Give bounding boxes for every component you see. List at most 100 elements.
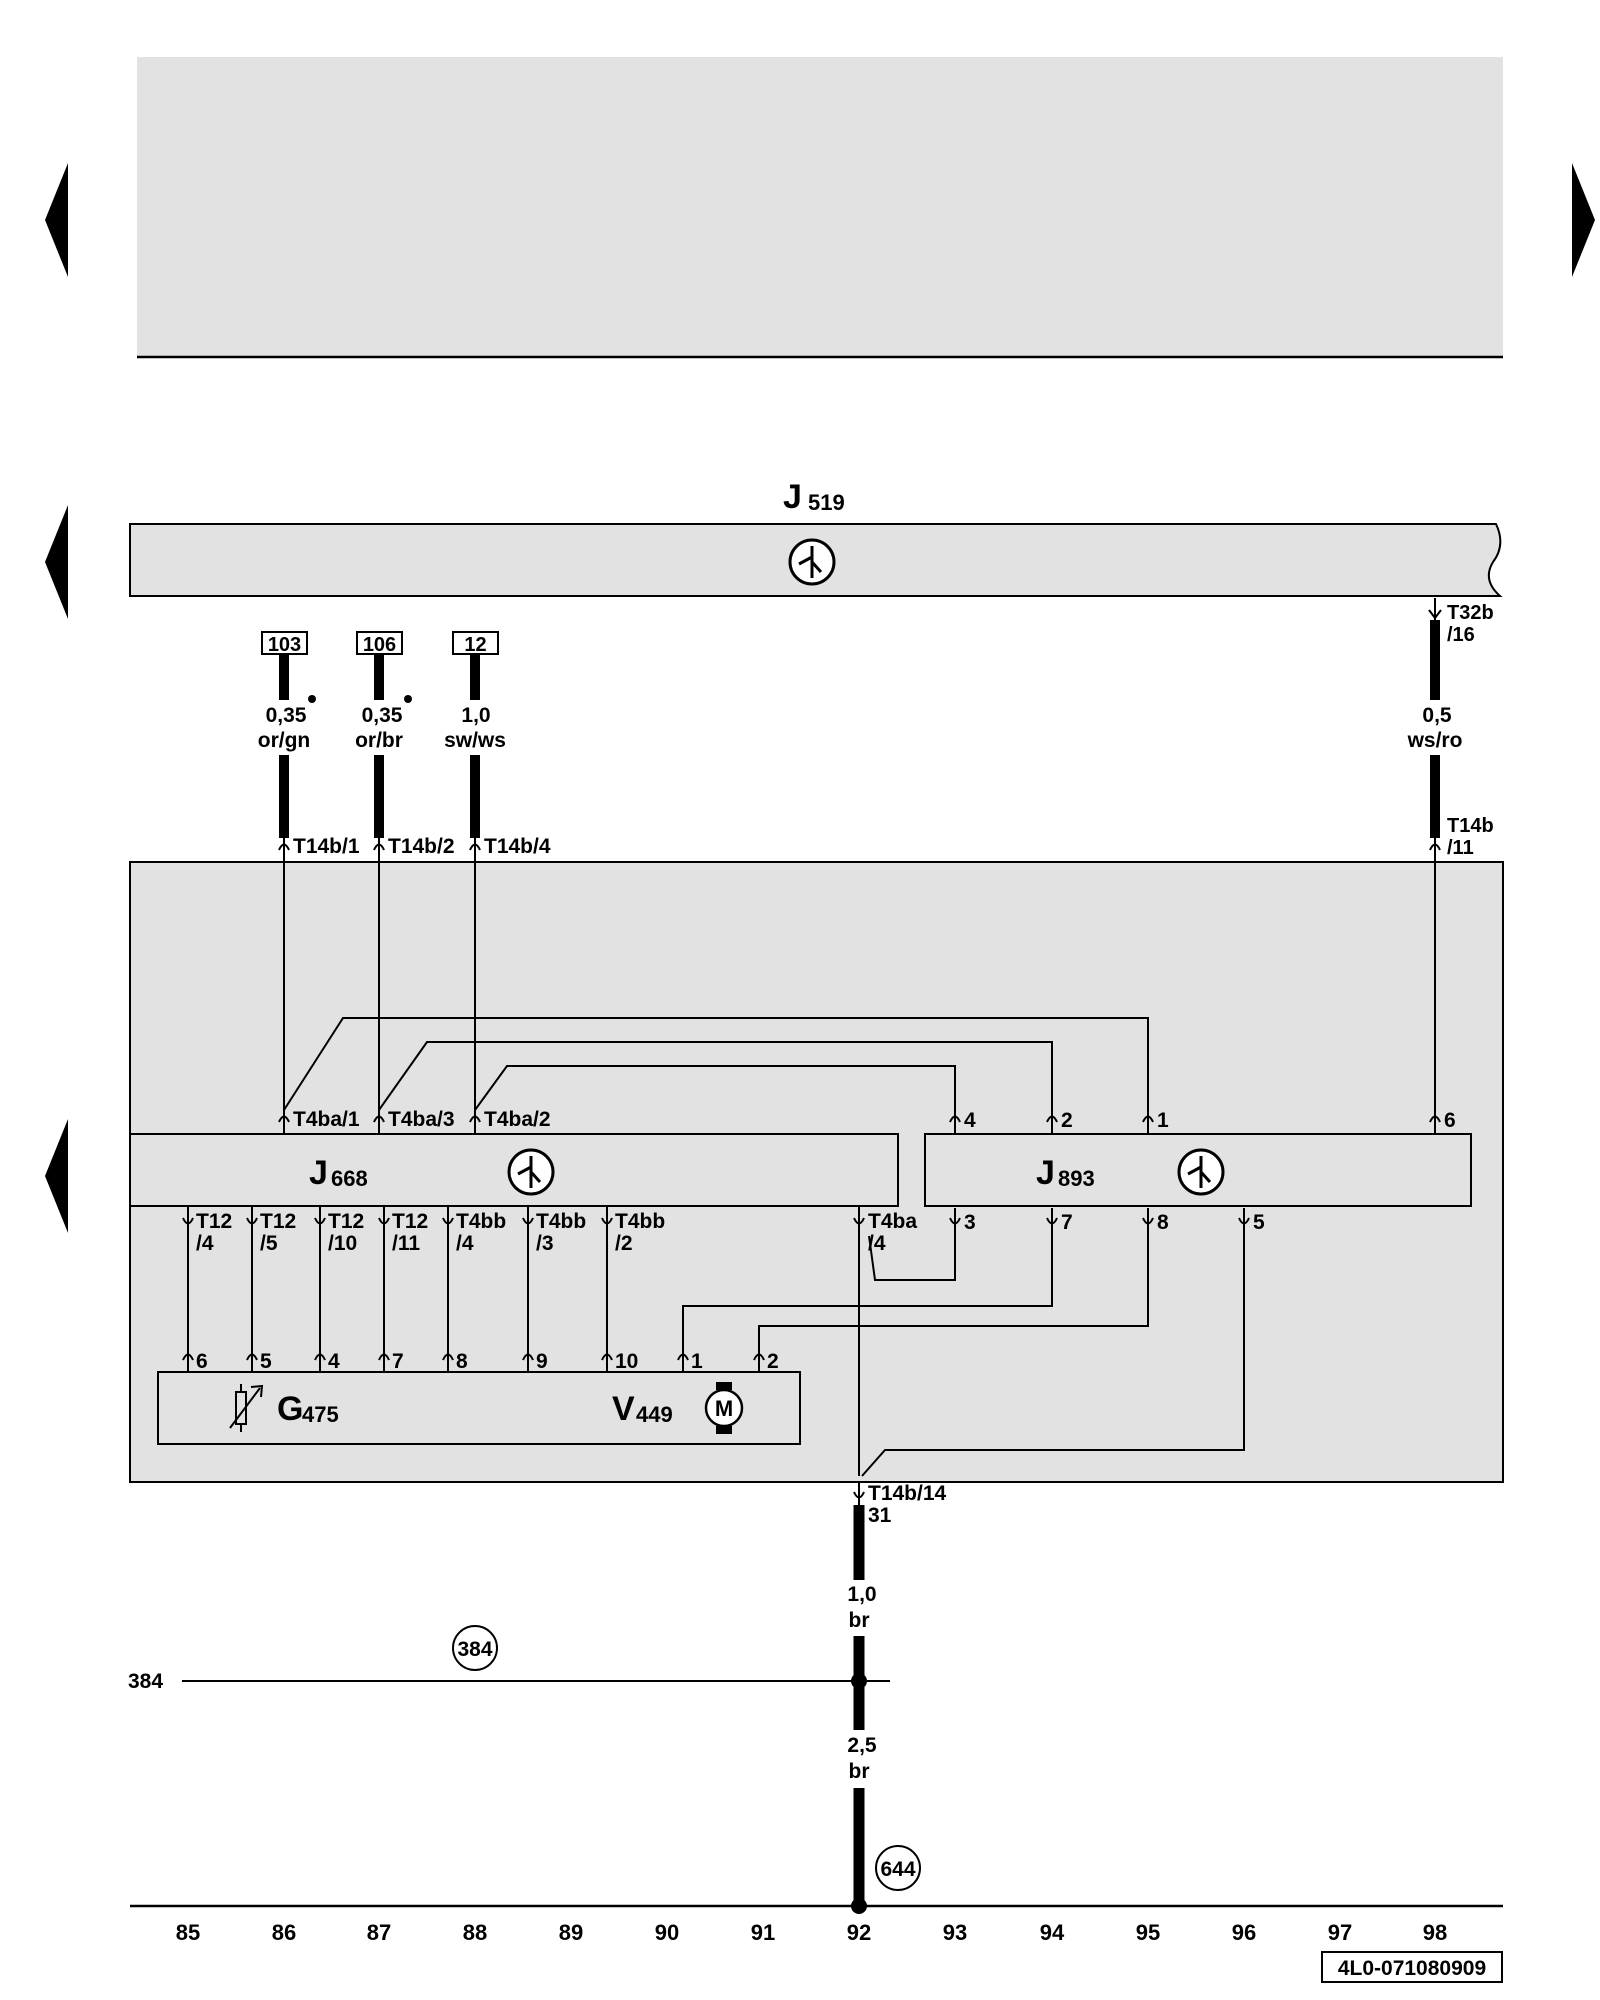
v449-label-letter: V: [612, 1390, 635, 1428]
connector-label-t4bb-3: T4bb: [536, 1210, 586, 1233]
connector-label-t4bb-4-pin: /4: [456, 1232, 474, 1255]
svg-text:M: M: [715, 1396, 733, 1421]
pin-number: 2: [767, 1350, 779, 1373]
track-number: 88: [463, 1920, 487, 1945]
pin-number: 6: [196, 1350, 208, 1373]
connector-label-t4ba-1: T4ba/1: [293, 1108, 360, 1131]
ground-node-644: [875, 1845, 921, 1891]
pin-number: 9: [536, 1350, 548, 1373]
track-number: 90: [655, 1920, 679, 1945]
j668-label-number: 668: [331, 1166, 368, 1191]
connector-label-t12-4-pin: /4: [196, 1232, 214, 1255]
connector-label-t12-4: T12: [196, 1210, 232, 1233]
track-number: 97: [1328, 1920, 1352, 1945]
connector-label-t14b-1: T14b/1: [293, 835, 360, 858]
connector-label-t4bb-4: T4bb: [456, 1210, 506, 1233]
ground-node-384: [452, 1625, 498, 1671]
g475-label-letter: G: [277, 1390, 303, 1428]
connector-pin-icon: [1429, 838, 1441, 862]
connector-pin-icon: [373, 838, 385, 862]
g475-v449-component: [157, 1371, 801, 1445]
cross-ref-384[interactable]: 384: [128, 1670, 163, 1693]
connector-pin-icon: [1428, 598, 1442, 620]
connector-label-t4ba-2: T4ba/2: [484, 1108, 551, 1131]
pin-number: 8: [1157, 1211, 1169, 1234]
connector-label-t4ba-3: T4ba/3: [388, 1108, 455, 1131]
connector-pin-icon: [278, 838, 290, 862]
wire-color: ws/ro: [1407, 729, 1463, 752]
connector-label-t12-5-pin: /5: [260, 1232, 278, 1255]
junction-dot: [851, 1673, 867, 1689]
control-unit-icon: [507, 1148, 555, 1196]
track-number: 93: [943, 1920, 967, 1945]
pin-number: 1: [1157, 1109, 1169, 1132]
track-number: 89: [559, 1920, 583, 1945]
connector-label-t12-5: T12: [260, 1210, 296, 1233]
connector-label-t12-10: T12: [328, 1210, 364, 1233]
j668-label-letter: J: [309, 1154, 328, 1192]
pin-number: 7: [1061, 1211, 1073, 1234]
wire-color: br: [849, 1760, 870, 1783]
track-number: 86: [272, 1920, 296, 1945]
connector-label-t14b-14: T14b/14: [868, 1482, 947, 1505]
wire-color: or/gn: [258, 729, 311, 752]
pin-number: 2: [1061, 1109, 1073, 1132]
ref-label-103: 103: [268, 634, 301, 656]
doc-code-box: [1321, 1951, 1503, 1983]
v449-label-number: 449: [636, 1402, 673, 1427]
j893-label-number: 893: [1058, 1166, 1095, 1191]
connector-pin-icon: [182, 1217, 865, 1225]
connector-label-t4ba-4-pin: /4: [868, 1232, 886, 1255]
wire-size: 2,5: [847, 1734, 877, 1757]
connector-pin-icon: [853, 1482, 865, 1505]
connector-label-t14b-2: T14b/2: [388, 835, 455, 858]
connector-pin-icon: [949, 1217, 1250, 1225]
wire-color: br: [849, 1609, 870, 1632]
shield-dot: [404, 695, 412, 703]
track-number: 96: [1232, 1920, 1256, 1945]
connector-label-t14b-11: T14b: [1447, 815, 1494, 837]
wire-size: 1,0: [461, 704, 490, 727]
ref-label-12: 12: [464, 634, 486, 656]
terminal-label-31: 31: [868, 1504, 892, 1527]
prev-arrow-icon[interactable]: [45, 1119, 68, 1233]
pin-number: 7: [392, 1350, 404, 1373]
connector-pin-icon: [949, 1110, 1441, 1134]
control-unit-icon: [788, 538, 836, 586]
pin-number: 5: [1253, 1211, 1265, 1234]
wire-color: or/br: [355, 729, 403, 752]
wire-size: 0,35: [266, 704, 307, 727]
connector-label-t4bb-3-pin: /3: [536, 1232, 554, 1255]
track-number: 95: [1136, 1920, 1160, 1945]
ground-node-label-644: 644: [880, 1858, 915, 1881]
pin-number: 4: [328, 1350, 340, 1373]
prev-page-arrow-icon[interactable]: [45, 163, 68, 277]
internal-wiring: [187, 862, 1436, 1477]
wire-size: 0,35: [362, 704, 403, 727]
connector-label-t12-10-pin: /10: [328, 1232, 357, 1255]
connector-pin-icon: [469, 838, 481, 862]
wire-size: 0,5: [1422, 704, 1452, 727]
track-number: 94: [1040, 1920, 1065, 1945]
pin-number: 10: [615, 1350, 638, 1373]
j893-label-letter: J: [1036, 1154, 1055, 1192]
doc-code: 4L0-071080909: [1338, 1957, 1486, 1980]
j519-label-letter: J: [783, 478, 802, 516]
track-number: 92: [847, 1920, 871, 1945]
connector-label-t14b-4: T14b/4: [484, 835, 551, 858]
pin-number: 1: [691, 1350, 703, 1373]
pin-number: 6: [1444, 1109, 1456, 1132]
connector-label-t32b-pin: /16: [1447, 624, 1475, 646]
motor-icon: M: [704, 1382, 744, 1434]
connector-label-t14b-11-pin: /11: [1447, 837, 1474, 859]
connector-label-t32b: T32b: [1447, 602, 1494, 624]
prev-arrow-icon[interactable]: [45, 505, 68, 619]
next-page-arrow-icon[interactable]: [1572, 163, 1595, 277]
connector-pin-icon: [278, 1110, 481, 1134]
potentiometer-icon: [229, 1384, 264, 1432]
ref-label-106: 106: [363, 634, 396, 656]
wire-color: sw/ws: [444, 729, 506, 752]
pin-number: 4: [964, 1109, 976, 1132]
